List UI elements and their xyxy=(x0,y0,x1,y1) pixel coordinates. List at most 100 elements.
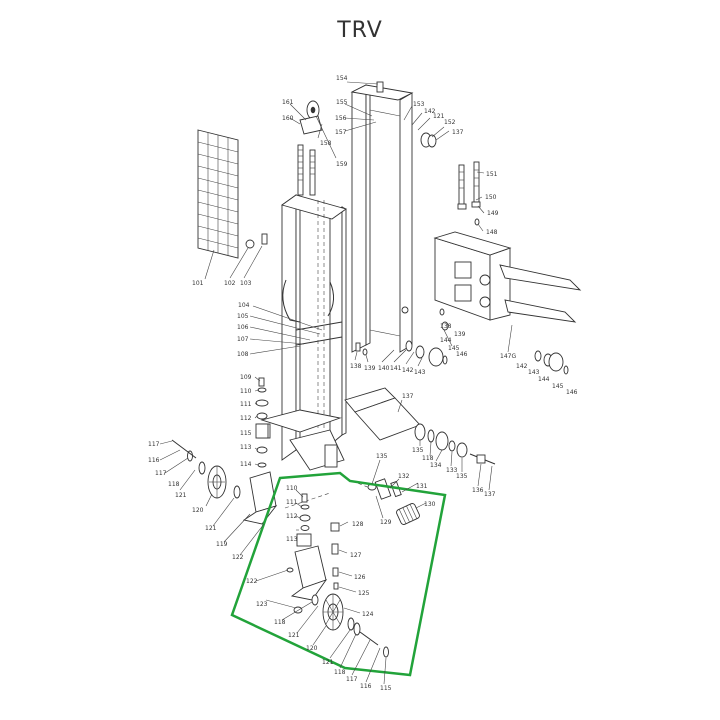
label-121-hl-b: 121 xyxy=(322,659,334,666)
label-106: 106 xyxy=(237,324,249,331)
label-150: 150 xyxy=(485,194,497,201)
label-127: 127 xyxy=(350,552,362,559)
label-114: 114 xyxy=(240,461,252,468)
label-160: 160 xyxy=(282,115,294,122)
label-104: 104 xyxy=(238,302,250,309)
mast-frame xyxy=(257,194,421,471)
label-133: 133 xyxy=(446,467,458,474)
label-139-mid: 139 xyxy=(364,365,376,372)
label-153: 153 xyxy=(413,101,425,108)
label-113: 113 xyxy=(240,444,252,451)
label-135-b: 135 xyxy=(456,473,468,480)
label-142-mid: 142 xyxy=(402,367,414,374)
label-152: 152 xyxy=(444,119,456,126)
label-117-hl: 117 xyxy=(346,676,358,683)
label-105: 105 xyxy=(237,313,249,320)
label-147g: 147G xyxy=(500,353,516,360)
label-110-hl: 110 xyxy=(286,485,298,492)
label-142-top: 142 xyxy=(424,108,436,115)
label-120-left: 120 xyxy=(192,507,204,514)
label-112-hl: 112 xyxy=(286,513,298,520)
label-144-right: 144 xyxy=(538,376,550,383)
label-139-fork: 139 xyxy=(454,331,466,338)
label-111-hl: 111 xyxy=(286,499,298,506)
label-137-right: 137 xyxy=(484,491,496,498)
label-141: 141 xyxy=(390,365,402,372)
label-116-left: 116 xyxy=(148,457,160,464)
label-113-hl: 113 xyxy=(286,536,298,543)
label-145-right: 145 xyxy=(552,383,564,390)
label-138-mid: 138 xyxy=(350,363,362,370)
label-115-hl: 115 xyxy=(380,685,392,692)
label-159: 159 xyxy=(336,161,348,168)
label-121-left-b: 121 xyxy=(205,525,217,532)
label-146-mid: 146 xyxy=(456,351,468,358)
label-123: 123 xyxy=(256,601,268,608)
label-146-right: 146 xyxy=(566,389,578,396)
label-126: 126 xyxy=(354,574,366,581)
part-number-labels: 154 155 156 157 153 142 121 152 137 161 … xyxy=(148,75,578,692)
label-101: 101 xyxy=(192,280,204,287)
label-148: 148 xyxy=(486,229,498,236)
label-138-fork: 138 xyxy=(440,323,452,330)
label-149: 149 xyxy=(487,210,499,217)
label-157: 157 xyxy=(335,129,347,136)
label-145-mid: 145 xyxy=(448,345,460,352)
label-142-right: 142 xyxy=(516,363,528,370)
label-154: 154 xyxy=(336,75,348,82)
label-118-hl-b: 118 xyxy=(334,669,346,676)
label-117-left: 117 xyxy=(148,441,160,448)
label-151: 151 xyxy=(486,171,498,178)
label-132: 132 xyxy=(398,473,410,480)
chains xyxy=(297,100,480,206)
label-155: 155 xyxy=(336,99,348,106)
label-129: 129 xyxy=(380,519,392,526)
grid-guard xyxy=(197,129,239,259)
label-115-left: 115 xyxy=(240,430,252,437)
label-161: 161 xyxy=(282,99,294,106)
label-122-hl: 122 xyxy=(246,578,258,585)
label-111: 111 xyxy=(240,401,252,408)
label-125: 125 xyxy=(358,590,370,597)
label-109: 109 xyxy=(240,374,252,381)
label-122-left: 122 xyxy=(232,554,244,561)
label-137-mast: 137 xyxy=(402,393,414,400)
inner-mast xyxy=(350,81,414,353)
label-119: 119 xyxy=(216,541,228,548)
label-143-mid: 143 xyxy=(414,369,426,376)
label-117-left-b: 117 xyxy=(155,470,167,477)
label-121-top: 121 xyxy=(433,113,445,120)
label-128: 128 xyxy=(352,521,364,528)
label-134: 134 xyxy=(430,462,442,469)
label-158: 158 xyxy=(320,140,332,147)
label-140: 140 xyxy=(378,365,390,372)
label-143-right: 143 xyxy=(528,369,540,376)
carriage-forks xyxy=(433,231,582,323)
label-144-mid: 144 xyxy=(440,337,452,344)
label-124: 124 xyxy=(362,611,374,618)
label-121-hl: 121 xyxy=(288,632,300,639)
label-136: 136 xyxy=(472,487,484,494)
label-107: 107 xyxy=(237,336,249,343)
label-135-c: 135 xyxy=(376,453,388,460)
label-118-right: 118 xyxy=(422,455,434,462)
leader-lines xyxy=(159,81,513,685)
label-112: 112 xyxy=(240,415,252,422)
label-103: 103 xyxy=(240,280,252,287)
label-120-hl: 120 xyxy=(306,645,318,652)
label-121-left: 121 xyxy=(175,492,187,499)
label-131: 131 xyxy=(416,483,428,490)
diagram-title: TRV xyxy=(337,18,383,43)
label-118-left: 118 xyxy=(168,481,180,488)
label-110: 110 xyxy=(240,388,252,395)
label-108: 108 xyxy=(237,351,249,358)
label-137-top: 137 xyxy=(452,129,464,136)
label-156: 156 xyxy=(335,115,347,122)
label-118-hl: 118 xyxy=(274,619,286,626)
highlighted-caster-assembly xyxy=(230,471,447,677)
label-130: 130 xyxy=(424,501,436,508)
highlight-outline xyxy=(230,471,447,677)
label-102: 102 xyxy=(224,280,236,287)
label-116-hl: 116 xyxy=(360,683,372,690)
